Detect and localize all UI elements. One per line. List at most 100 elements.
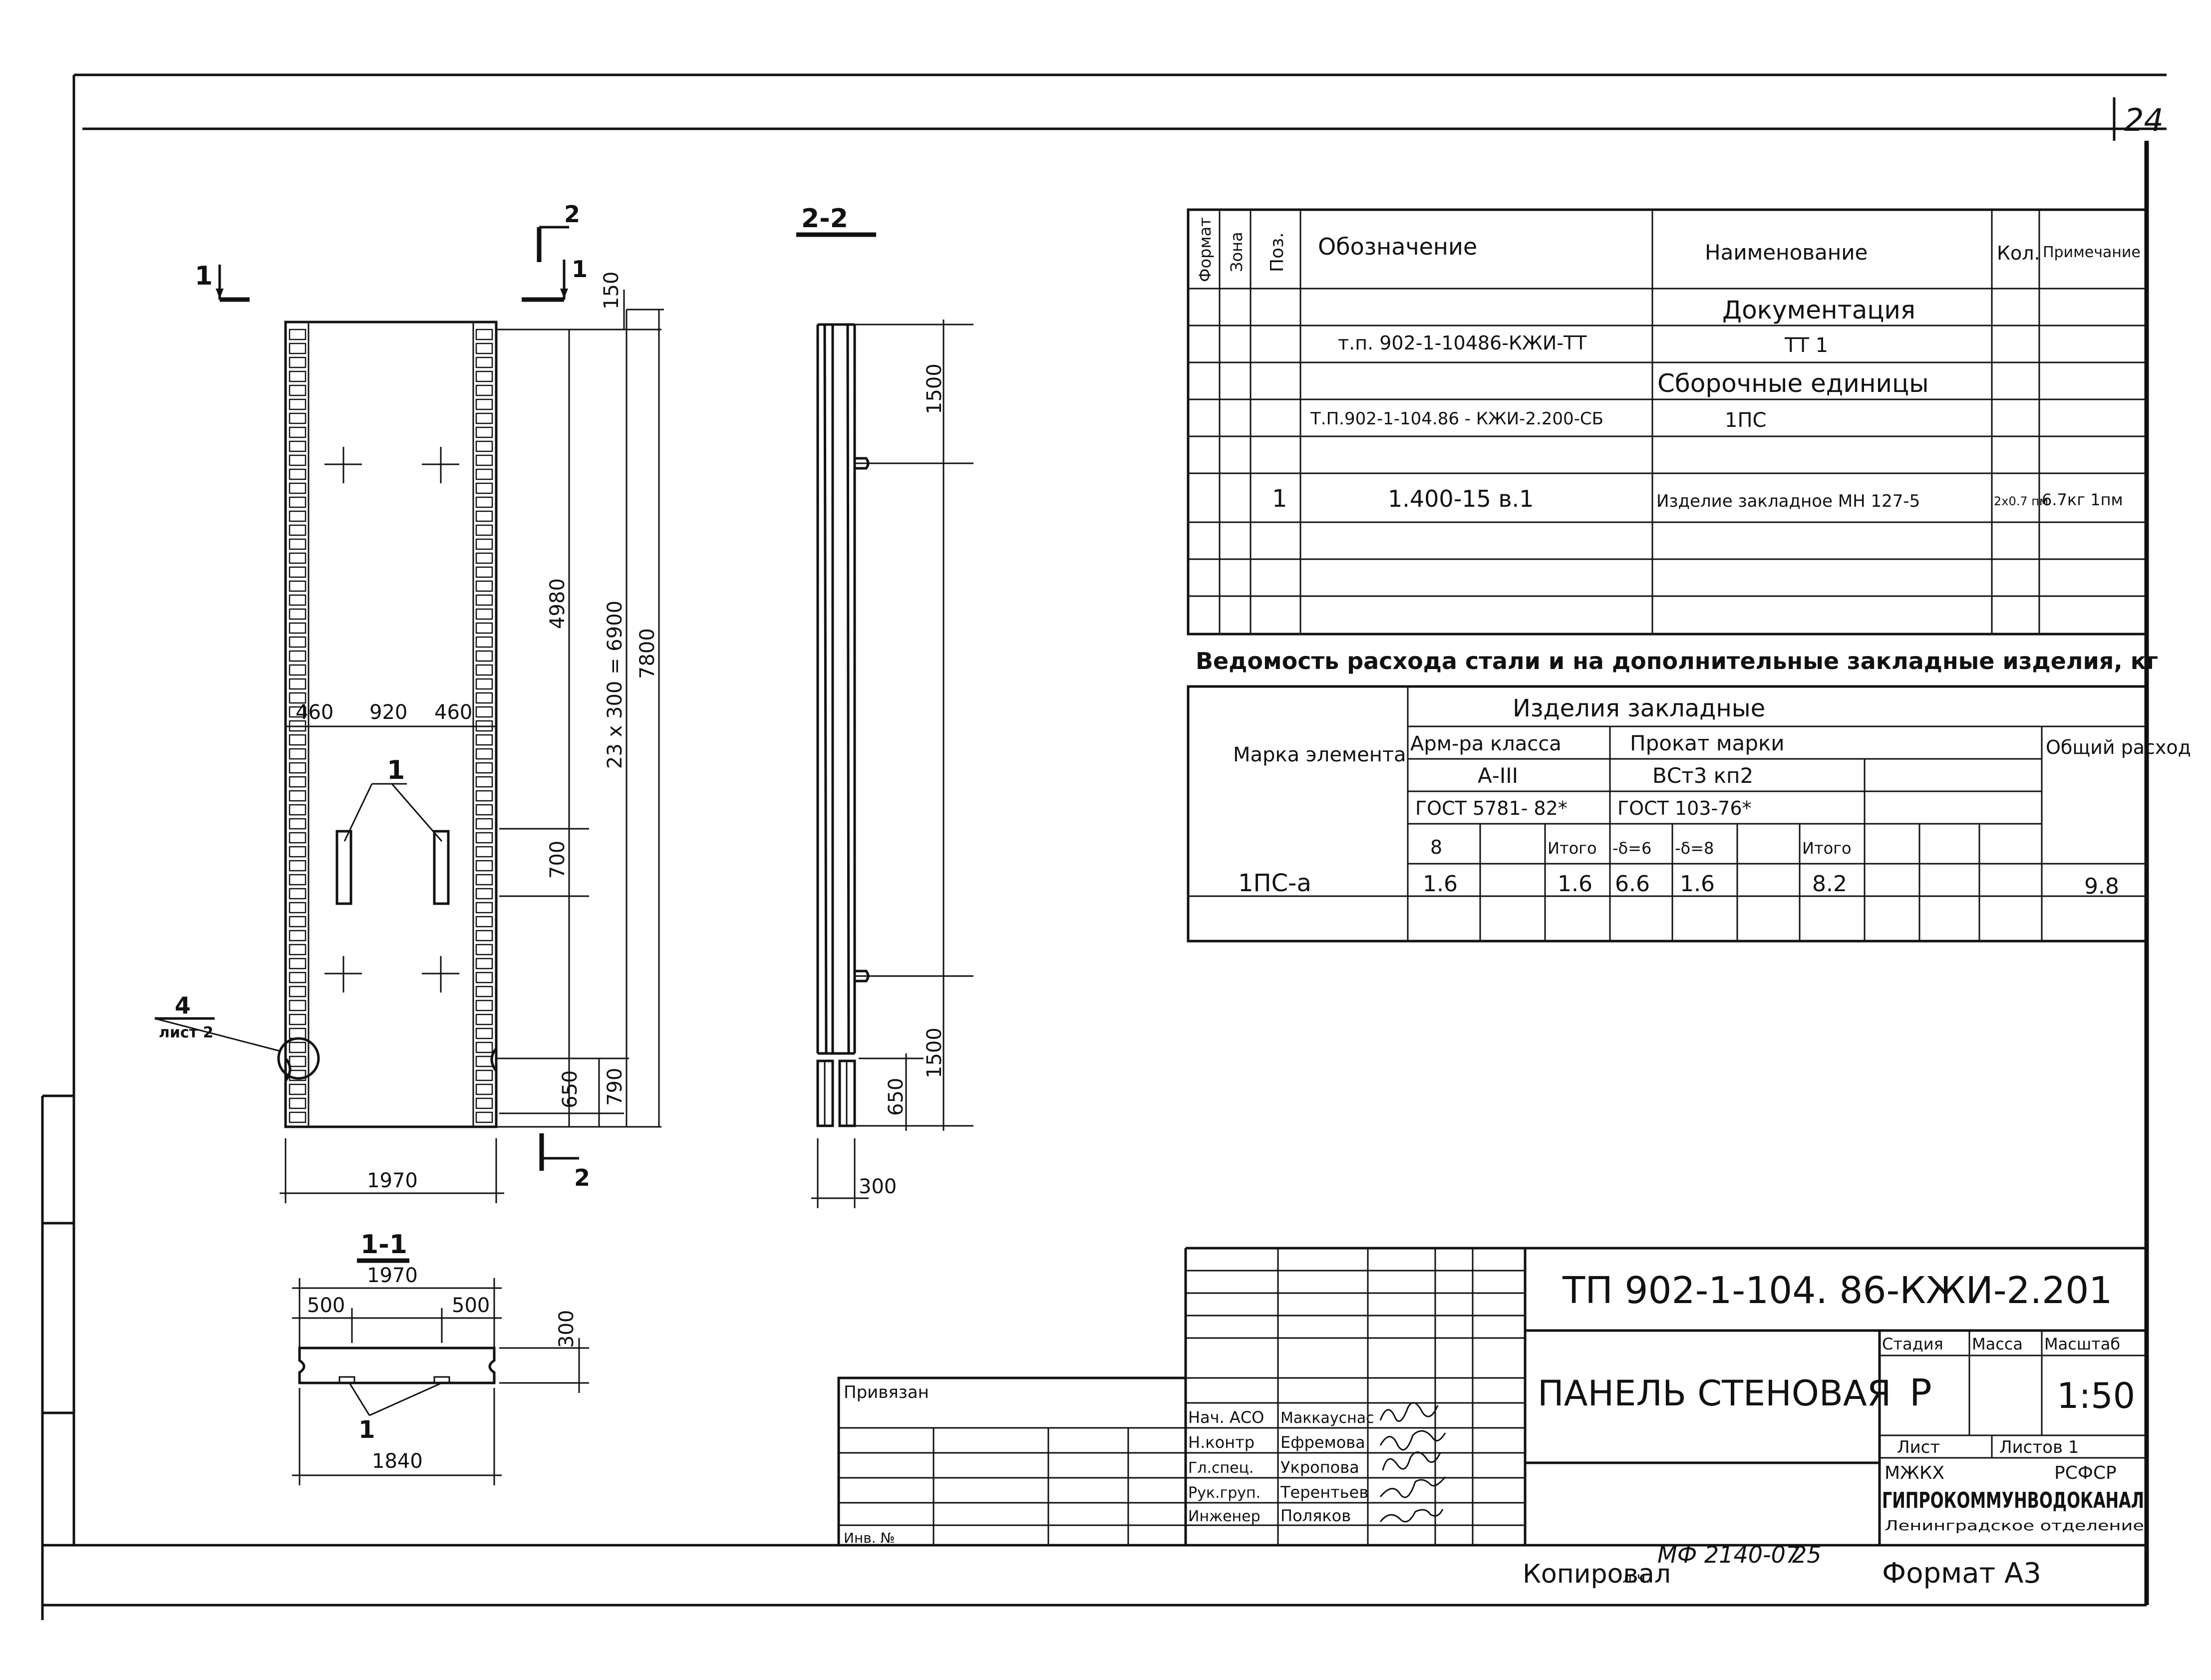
copy-initials: л.ч.: [1622, 1569, 1650, 1587]
spec-header-name: Наименование: [1705, 240, 1868, 265]
ladder-cell: [289, 972, 307, 984]
ladder-cell: [475, 496, 493, 508]
section-mark-1-left: 1: [195, 261, 213, 291]
ladder-cell: [289, 1000, 307, 1011]
dim-650-sec22: 650: [885, 1078, 908, 1116]
steel-row-total: 9.8: [2084, 874, 2119, 899]
title-block: Привязан Инв. № ТП 902-1-104. 86-КЖИ-2.2…: [837, 1247, 2147, 1547]
ladder-cell: [289, 986, 307, 998]
ladder-cell: [475, 1041, 493, 1053]
ladder-cell: [289, 524, 307, 536]
mass-label: Масса: [1972, 1335, 2023, 1353]
ladder-cell: [289, 930, 307, 942]
ladder-cell: [475, 594, 493, 606]
copy-num: 25: [1792, 1541, 1822, 1568]
spec-row-6-qty: 2х0.7 пм: [1994, 494, 2048, 508]
ladder-cell: [289, 636, 307, 648]
ladder-cell: [475, 692, 493, 704]
ladder-cell: [475, 972, 493, 984]
ladder-cell: [475, 902, 493, 914]
signature-roles: Нач. АСО Маккауснас Н.контр Ефремова Гл.…: [1188, 1408, 1374, 1525]
name-2: Ефремова: [1280, 1433, 1365, 1452]
steel-total-header: Общий расход: [2046, 736, 2191, 758]
ladder-cell: [289, 958, 307, 970]
ladder-cell: [289, 1097, 307, 1109]
ladder-cell: [289, 1041, 307, 1053]
stage-value: Р: [1909, 1371, 1932, 1414]
section-1-1-view: 1-1 1 1970 500 500 1840 300: [292, 1230, 589, 1485]
section-2-2-view: 2-2 1500 1500 650 300: [796, 204, 973, 1208]
ladder-cell: [475, 426, 493, 438]
ladder-cell: [475, 958, 493, 970]
steel-mark-header: Марка элемента: [1233, 743, 1406, 766]
ladder-cell: [289, 874, 307, 886]
dim-300-sec11: 300: [555, 1310, 578, 1348]
ladder-cell: [475, 552, 493, 564]
position-leader-1-sec11: 1: [358, 1416, 375, 1444]
ladder-cell: [289, 440, 307, 452]
dim-790: 790: [604, 1068, 627, 1106]
dim-1970-sec11: 1970: [367, 1264, 418, 1287]
spec-header-note: Примечание: [2043, 244, 2141, 261]
ladder-cell: [475, 1069, 493, 1081]
ladder-cell: [475, 818, 493, 830]
ladder-cell: [289, 552, 307, 564]
republic-label: РСФСР: [2054, 1463, 2117, 1483]
dim-150: 150: [600, 272, 623, 310]
steel-row-v4: 6.6: [1615, 871, 1650, 897]
spec-header-pos: Поз.: [1267, 232, 1287, 272]
steel-row-v7: 8.2: [1812, 871, 1847, 897]
ladder-cell: [289, 916, 307, 928]
role-4: Рук.груп.: [1188, 1484, 1261, 1502]
ladder-cell: [289, 1055, 307, 1067]
steel-sub-1: 8: [1430, 836, 1442, 858]
copy-note: Копировал л.ч. МФ 2140-07 25 Формат А3: [1523, 1541, 2041, 1590]
ladder-cell: [475, 482, 493, 494]
sheet-number: 24: [2124, 102, 2164, 138]
steel-sub-7: Итого: [1802, 839, 1852, 858]
inv-label: Инв. №: [844, 1530, 895, 1546]
ladder-cell: [289, 468, 307, 480]
ladder-cell: [289, 370, 307, 382]
ladder-cell: [475, 524, 493, 536]
spec-row-1-name: Документация: [1722, 296, 1915, 325]
steel-row-mark: 1ПС-а: [1238, 869, 1311, 897]
steel-sub-3: Итого: [1548, 839, 1597, 858]
dim-460-left: 460: [296, 701, 333, 724]
ladder-cell: [289, 384, 307, 396]
ladder-cell: [289, 776, 307, 788]
ladder-cell: [475, 580, 493, 592]
ladder-cell: [289, 580, 307, 592]
ladder-cell: [475, 832, 493, 844]
dim-920: 920: [369, 701, 407, 724]
spec-row-6-pos: 1: [1272, 485, 1287, 513]
steel-rolled-mark: Прокат марки: [1630, 731, 1785, 755]
spec-header-format: Формат: [1196, 217, 1215, 282]
embedded-plate-right: [433, 830, 450, 905]
dim-1500-top: 1500: [923, 363, 946, 414]
stage-label: Стадия: [1882, 1335, 1943, 1353]
ladder-cell: [289, 748, 307, 760]
ladder-cell: [475, 916, 493, 928]
role-1: Нач. АСО: [1188, 1408, 1264, 1427]
ladder-cell: [289, 496, 307, 508]
department-name: Ленинградское отделение: [1885, 1517, 2144, 1534]
dim-4980: 4980: [546, 578, 569, 629]
copy-code: МФ 2140-07: [1657, 1541, 1800, 1568]
ladder-cell: [289, 650, 307, 662]
detail-4-callout: [277, 1037, 320, 1080]
spec-row-6-note: 6.7кг 1пм: [2042, 490, 2123, 509]
ladder-cell: [475, 790, 493, 802]
ladder-cell: [289, 510, 307, 522]
embedded-strip-left: [338, 1376, 355, 1384]
ladder-cell: [475, 538, 493, 550]
ladder-cell: [289, 888, 307, 900]
reinforcement-ladder-right: [475, 329, 493, 1123]
ladder-cell: [475, 1083, 493, 1095]
ladder-cell: [289, 1111, 307, 1123]
ladder-cell: [475, 384, 493, 396]
ladder-cell: [289, 608, 307, 620]
ladder-cell: [289, 678, 307, 690]
section-mark-2-top: 2: [564, 201, 580, 228]
